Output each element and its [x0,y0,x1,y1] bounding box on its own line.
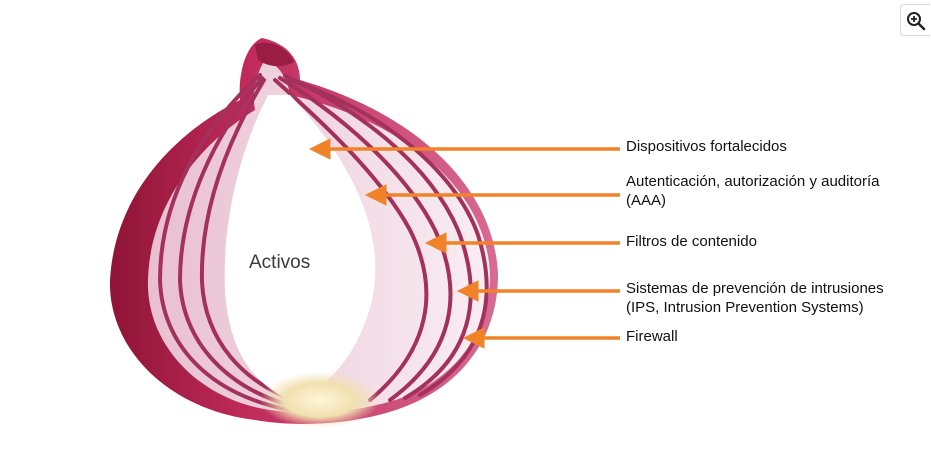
onion-root [260,372,380,428]
onion-core [224,95,376,400]
layer-label-aaa: Autenticación, autorización y auditoría … [626,172,879,210]
arrow-aaa [364,184,620,206]
onion-stem [255,42,294,67]
layer-text-line: Autenticación, autorización y auditoría [626,173,880,190]
arrows [308,138,620,349]
layer-text-line: (AAA) [626,192,667,209]
layer-text-line: Dispositivos fortalecidos [626,138,787,155]
zoom-in-icon [907,12,926,31]
layer-text-line: Sistemas de prevención de intrusiones [626,280,884,297]
layer-label-content-filters: Filtros de contenido [626,232,757,251]
layer-label-hardened-devices: Dispositivos fortalecidos [626,137,787,156]
layer-text-line: Filtros de contenido [626,233,757,250]
layer-label-ips: Sistemas de prevención de intrusiones (I… [626,279,884,317]
layer-text-line: Firewall [626,328,678,345]
arrow-filtros [424,232,620,254]
layer-label-firewall: Firewall [626,327,678,346]
arrow-ips [456,280,620,302]
layer-text-line: (IPS, Intrusion Prevention Systems) [626,299,864,316]
zoom-in-button[interactable] [900,4,930,36]
arrow-dispositivos [308,138,620,160]
assets-label: Activos [249,252,311,273]
onion-rings [157,73,489,412]
arrow-firewall [462,327,620,349]
